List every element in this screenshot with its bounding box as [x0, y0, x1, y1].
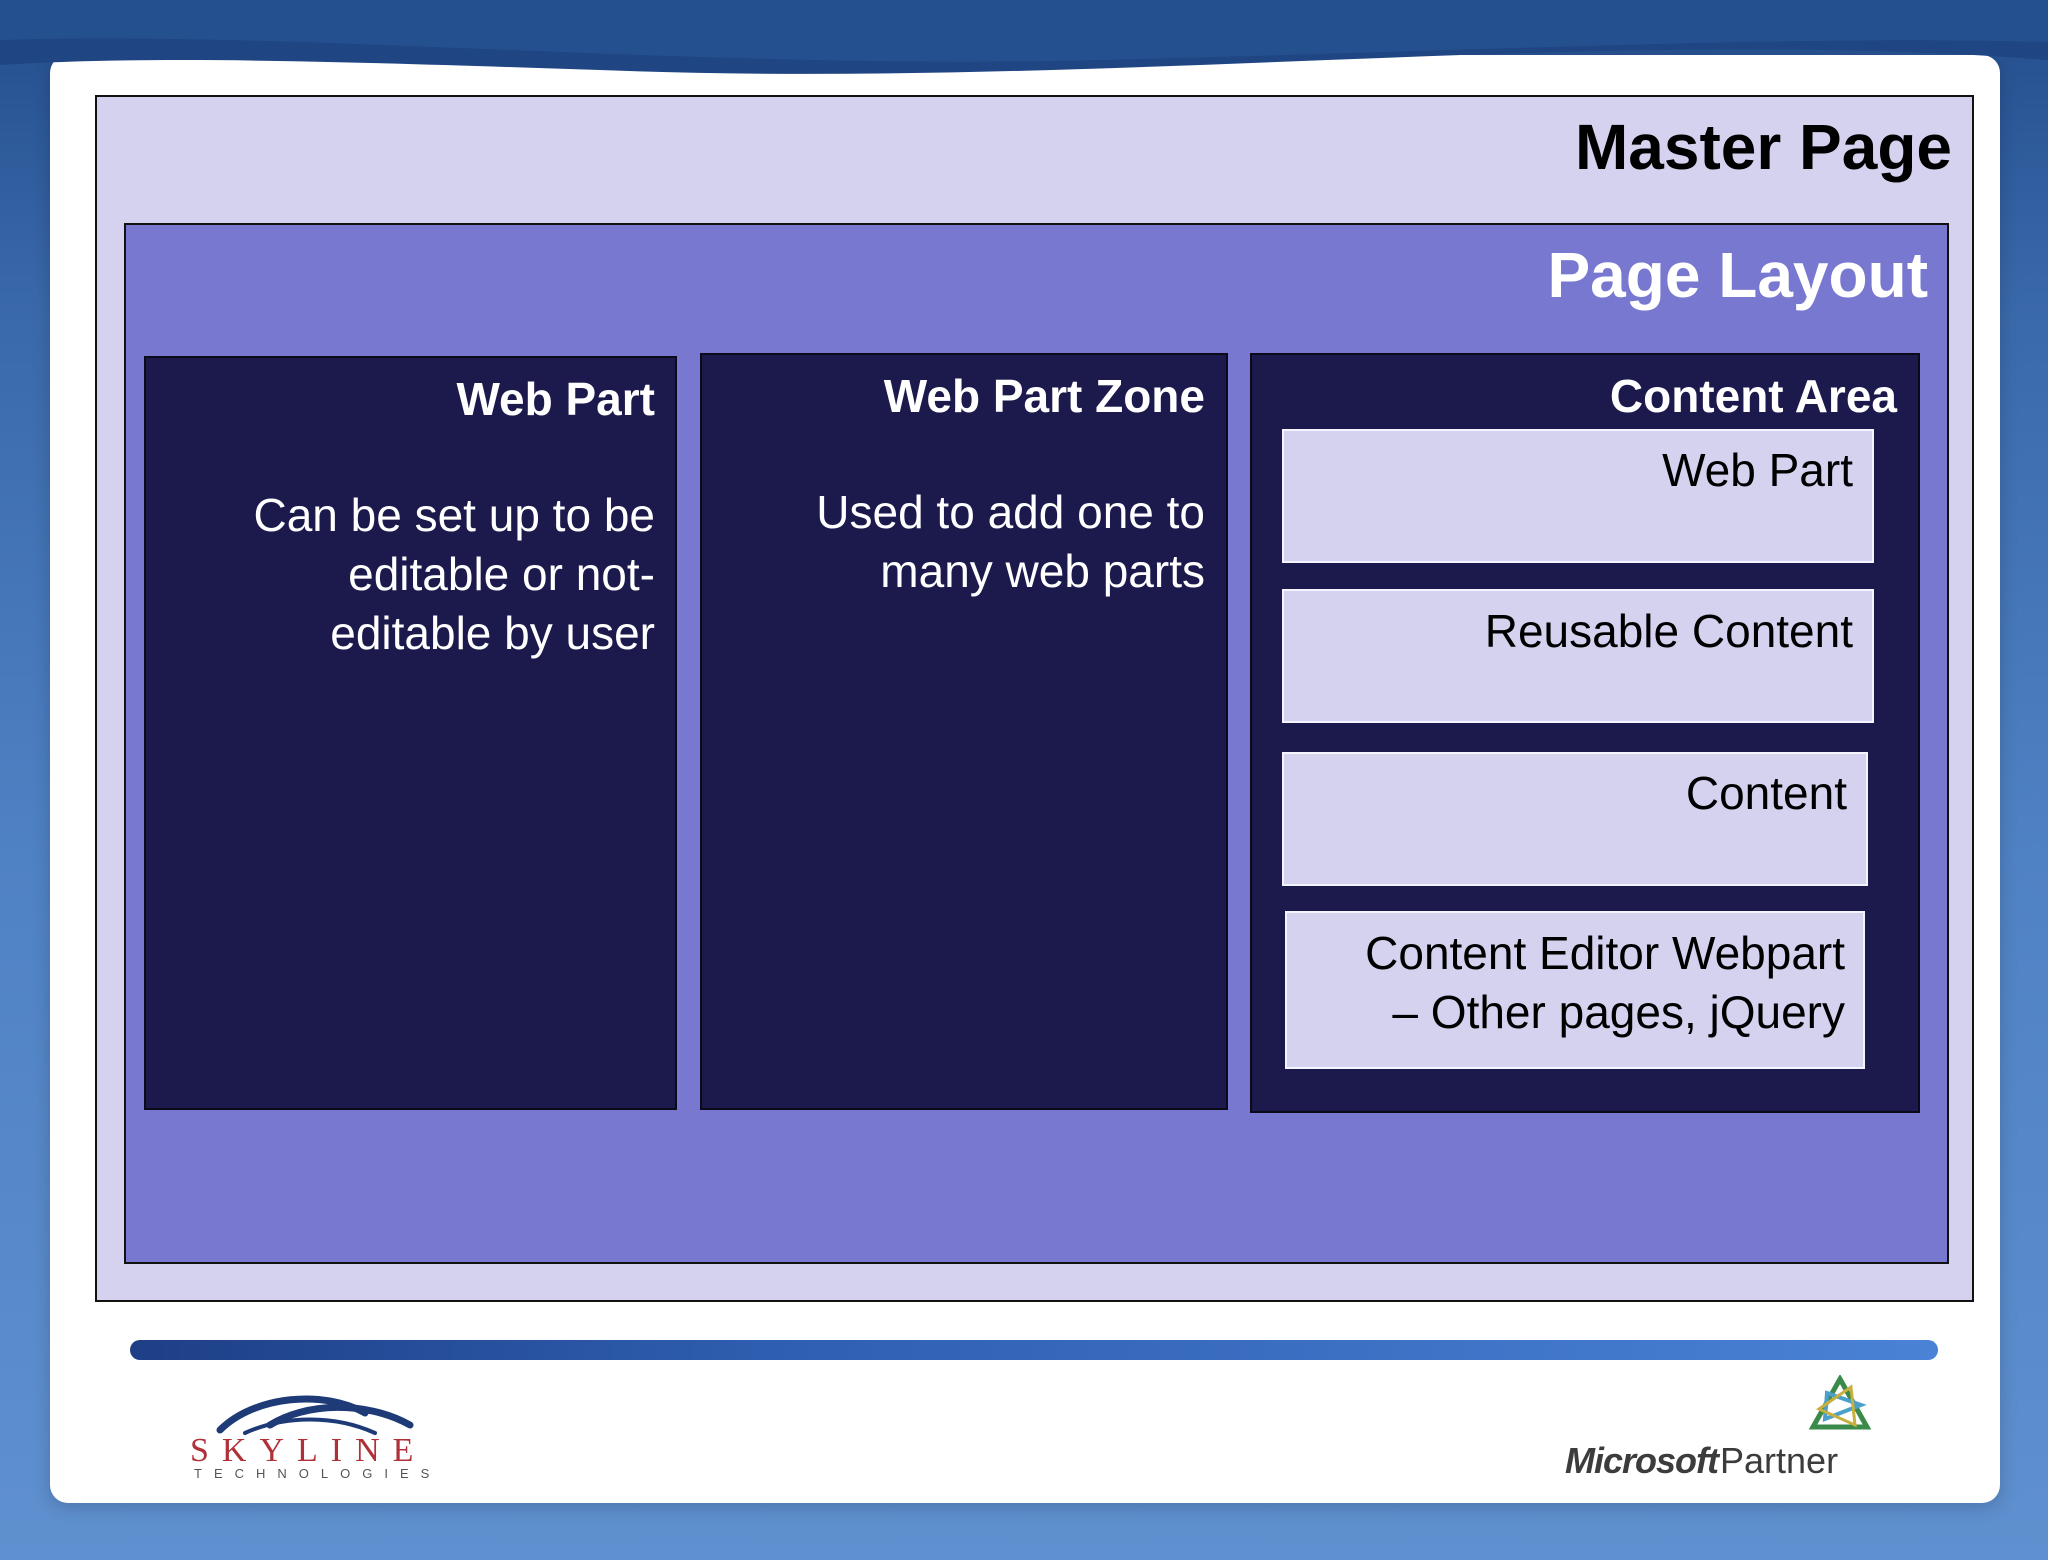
web-part-description: Can be set up to be editable or not- edi… [253, 486, 655, 663]
web-part-title: Web Part [456, 373, 655, 425]
microsoft-partner-logo-icon [1808, 1375, 1872, 1430]
web-part-description-line: editable by user [330, 607, 655, 659]
content-area-item-reusable-content [1282, 589, 1874, 723]
content-area-item-line: Content Editor Webpart [1365, 927, 1845, 979]
skyline-logo-arcs-icon [216, 1395, 414, 1435]
page-layout-title: Page Layout [1547, 239, 1928, 311]
microsoft-logo-brand: Microsoft [1565, 1440, 1719, 1481]
web-part-description-line: Can be set up to be [253, 489, 655, 541]
content-area-item-content [1282, 752, 1868, 886]
web-part-zone-title: Web Part Zone [883, 370, 1205, 422]
master-page-title: Master Page [1574, 111, 1952, 183]
skyline-logo-tagline: TECHNOLOGIES [194, 1466, 442, 1481]
content-area-item-label: Content Editor Webpart – Other pages, jQ… [1365, 924, 1845, 1042]
skyline-logo-name: SKYLINE [190, 1432, 427, 1469]
content-area-item-label: Content [1685, 767, 1847, 819]
web-part-zone-column [700, 353, 1228, 1110]
microsoft-logo-partner-label: Partner [1720, 1440, 1839, 1481]
web-part-zone-description-line: many web parts [880, 545, 1205, 597]
footer-divider-bar [130, 1340, 1938, 1360]
web-part-zone-description-line: Used to add one to [816, 486, 1205, 538]
content-area-item-label: Reusable Content [1484, 605, 1853, 657]
content-area-item-label: Web Part [1662, 444, 1853, 496]
web-part-description-line: editable or not- [348, 548, 655, 600]
content-area-title: Content Area [1609, 370, 1897, 422]
top-swoosh-decoration [0, 0, 2048, 74]
content-area-item-content-editor-webpart [1285, 911, 1865, 1069]
web-part-column [144, 356, 677, 1110]
web-part-zone-description: Used to add one to many web parts [816, 483, 1205, 601]
content-area-item-web-part [1282, 429, 1874, 563]
content-area-item-line: – Other pages, jQuery [1392, 986, 1845, 1038]
